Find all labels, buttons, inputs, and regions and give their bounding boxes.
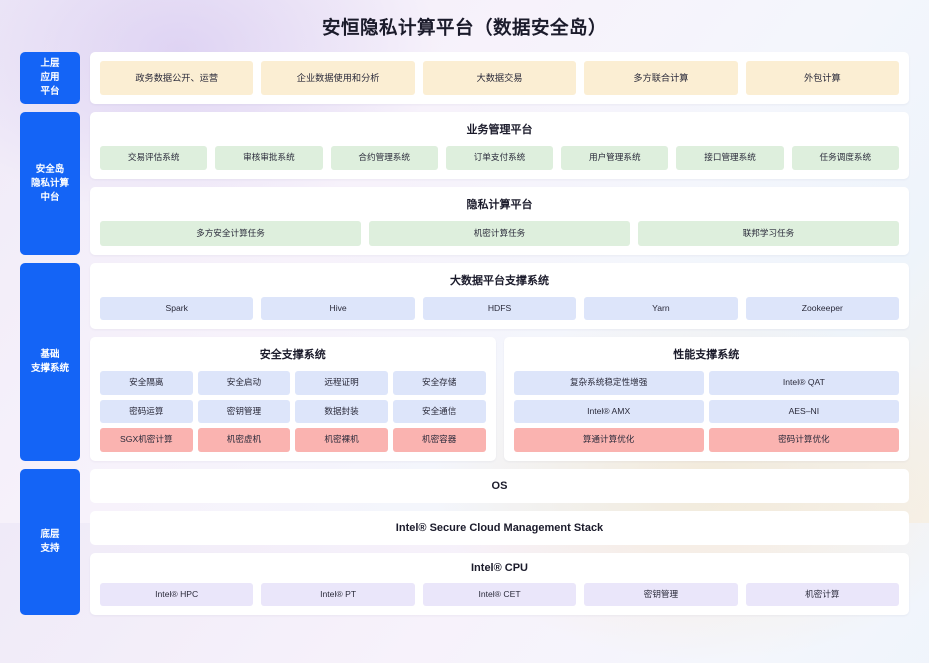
business-item[interactable]: 接口管理系统 (676, 146, 784, 170)
business-item[interactable]: 任务调度系统 (791, 146, 899, 170)
security-item[interactable]: SGX机密计算 (100, 428, 193, 452)
band-label-line: 隐私计算 (30, 177, 69, 189)
performance-item[interactable]: Intel® QAT (708, 371, 899, 395)
bigdata-title: 大数据平台支撑系统 (450, 275, 549, 288)
security-item[interactable]: 安全启动 (197, 371, 291, 395)
band-label-line: 支撑系统 (30, 362, 69, 374)
foundation-stack-row: Intel® Secure Cloud Management Stack (90, 510, 909, 545)
security-item[interactable]: 数据封装 (295, 399, 388, 424)
security-item[interactable]: 机密容器 (392, 428, 486, 452)
band-foundation: 底层 支持 OS Intel® Secure Cloud Management … (20, 468, 909, 616)
bigdata-item[interactable]: Hive (261, 297, 415, 321)
privacy-chip-row: 多方安全计算任务 机密计算任务 联邦学习任务 (100, 220, 899, 247)
band-label-line: 支持 (40, 543, 60, 555)
performance-support-title: 性能支撑系统 (673, 349, 740, 362)
band-label-line: 应用 (40, 72, 60, 84)
bigdata-item[interactable]: Spark (100, 297, 254, 321)
bigdata-panel: 大数据平台支撑系统 Spark Hive HDFS Yarn Zookeeper (90, 263, 909, 330)
privacy-item[interactable]: 联邦学习任务 (638, 220, 899, 247)
business-item[interactable]: 用户管理系统 (561, 146, 669, 170)
band-label-application: 上层 应用 平台 (20, 52, 80, 105)
security-item[interactable]: 密码运算 (100, 399, 193, 424)
security-support-title: 安全支撑系统 (259, 349, 326, 362)
privacy-item[interactable]: 机密计算任务 (369, 220, 630, 247)
performance-item[interactable]: 算通计算优化 (513, 428, 704, 452)
foundation-os-row: OS (90, 468, 909, 503)
performance-row: 算通计算优化 密码计算优化 (513, 428, 899, 452)
architecture-diagram: 安恒隐私计算平台（数据安全岛） 上层 应用 平台 政务数据公开、运营 企业数据使… (20, 17, 909, 616)
business-item[interactable]: 审核审批系统 (215, 146, 323, 170)
cpu-feature-item[interactable]: Intel® PT (261, 582, 415, 607)
band-infrastructure: 基础 支撑系统 大数据平台支撑系统 Spark Hive HDFS Yarn Z… (20, 263, 909, 461)
performance-support-panel: 性能支撑系统 复杂系统稳定性增强 Intel® QAT Intel® AMX A… (503, 337, 909, 461)
application-panel: 政务数据公开、运营 企业数据使用和分析 大数据交易 多方联合计算 外包计算 (90, 52, 909, 105)
security-item[interactable]: 安全存储 (392, 371, 486, 395)
band-label-line: 基础 (40, 348, 60, 360)
bigdata-item[interactable]: HDFS (422, 297, 577, 321)
application-item[interactable]: 外包计算 (745, 61, 900, 96)
performance-row: Intel® AMX AES–NI (513, 399, 899, 424)
performance-item[interactable]: 密码计算优化 (708, 428, 899, 452)
performance-row: 复杂系统稳定性增强 Intel® QAT (513, 371, 899, 395)
privacy-item[interactable]: 多方安全计算任务 (100, 220, 361, 247)
cpu-feature-item[interactable]: 密钥管理 (584, 582, 738, 607)
page-title: 安恒隐私计算平台（数据安全岛） (321, 17, 607, 38)
business-item[interactable]: 合约管理系统 (330, 146, 438, 170)
security-row: 密码运算 密钥管理 数据封装 安全通信 (100, 399, 486, 424)
band-label-line: 底层 (40, 529, 60, 541)
business-platform-title: 业务管理平台 (466, 124, 533, 137)
privacy-platform-title: 隐私计算平台 (466, 198, 533, 211)
business-platform-panel: 业务管理平台 交易评估系统 审核审批系统 合约管理系统 订单支付系统 用户管理系… (90, 112, 909, 179)
band-label-infrastructure: 基础 支撑系统 (20, 263, 80, 461)
performance-item[interactable]: AES–NI (708, 399, 899, 424)
privacy-platform-panel: 隐私计算平台 多方安全计算任务 机密计算任务 联邦学习任务 (90, 186, 909, 256)
security-row: SGX机密计算 机密虚机 机密裸机 机密容器 (100, 428, 486, 452)
performance-item[interactable]: 复杂系统稳定性增强 (513, 371, 704, 395)
cpu-feature-item[interactable]: 机密计算 (745, 582, 900, 607)
security-support-grid: 安全隔离 安全启动 远程证明 安全存储 密码运算 密钥管理 数据封装 安全通信 (100, 371, 486, 452)
band-application: 上层 应用 平台 政务数据公开、运营 企业数据使用和分析 大数据交易 多方联合计… (20, 52, 909, 105)
application-item[interactable]: 多方联合计算 (584, 61, 738, 96)
band-label-line: 上层 (40, 58, 60, 70)
bigdata-item[interactable]: Yarn (584, 297, 738, 321)
security-row: 安全隔离 安全启动 远程证明 安全存储 (100, 371, 486, 395)
band-label-foundation: 底层 支持 (20, 468, 80, 616)
cpu-feature-item[interactable]: Intel® CET (422, 582, 577, 607)
bigdata-chip-row: Spark Hive HDFS Yarn Zookeeper (100, 297, 900, 321)
security-item[interactable]: 机密虚机 (197, 428, 291, 452)
band-midplatform: 安全岛 隐私计算 中台 业务管理平台 交易评估系统 审核审批系统 合约管理系统 … (20, 112, 909, 256)
security-support-panel: 安全支撑系统 安全隔离 安全启动 远程证明 安全存储 密码运算 密钥管理 数据封… (90, 337, 496, 461)
application-item[interactable]: 企业数据使用和分析 (261, 61, 415, 96)
security-item[interactable]: 远程证明 (295, 371, 388, 395)
band-label-midplatform: 安全岛 隐私计算 中台 (20, 112, 80, 256)
business-item[interactable]: 交易评估系统 (100, 146, 208, 170)
foundation-cpu-panel: Intel® CPU Intel® HPC Intel® PT Intel® C… (90, 552, 909, 616)
security-item[interactable]: 密钥管理 (197, 399, 291, 424)
business-chip-row: 交易评估系统 审核审批系统 合约管理系统 订单支付系统 用户管理系统 接口管理系… (100, 146, 899, 170)
security-item[interactable]: 机密裸机 (295, 428, 388, 452)
cpu-feature-item[interactable]: Intel® HPC (100, 582, 254, 607)
bigdata-item[interactable]: Zookeeper (745, 297, 900, 321)
foundation-cpu-title: Intel® CPU (471, 561, 528, 574)
application-chip-row: 政务数据公开、运营 企业数据使用和分析 大数据交易 多方联合计算 外包计算 (100, 61, 900, 96)
application-item[interactable]: 政务数据公开、运营 (100, 61, 254, 96)
support-systems-split: 安全支撑系统 安全隔离 安全启动 远程证明 安全存储 密码运算 密钥管理 数据封… (90, 337, 909, 461)
performance-support-grid: 复杂系统稳定性增强 Intel® QAT Intel® AMX AES–NI 算… (513, 371, 899, 452)
foundation-cpu-chip-row: Intel® HPC Intel® PT Intel® CET 密钥管理 机密计… (100, 582, 900, 607)
band-label-line: 平台 (40, 86, 60, 98)
band-label-line: 安全岛 (35, 163, 65, 175)
business-item[interactable]: 订单支付系统 (445, 146, 554, 170)
security-item[interactable]: 安全隔离 (100, 371, 193, 395)
security-item[interactable]: 安全通信 (392, 399, 486, 424)
band-label-line: 中台 (40, 191, 60, 203)
performance-item[interactable]: Intel® AMX (513, 399, 704, 424)
application-item[interactable]: 大数据交易 (422, 61, 577, 96)
